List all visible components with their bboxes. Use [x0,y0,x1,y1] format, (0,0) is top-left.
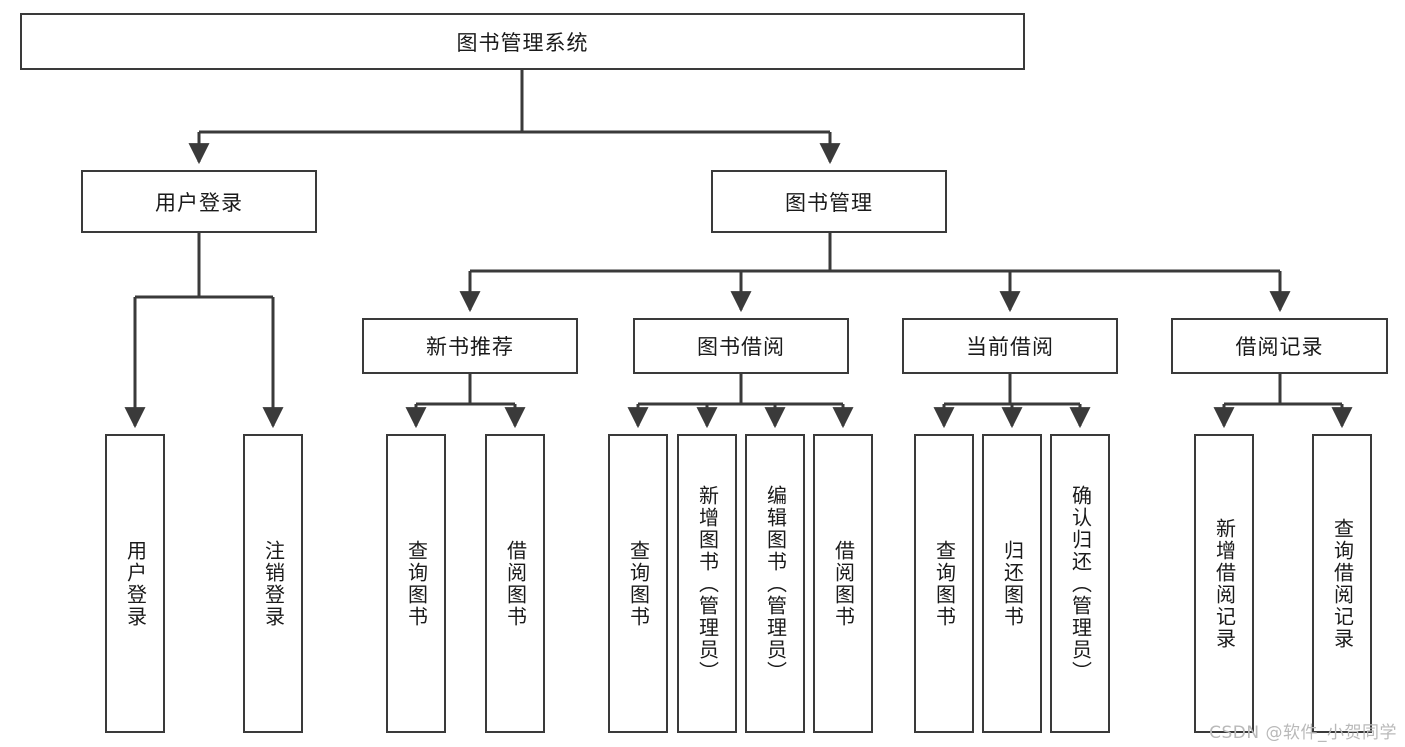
node-leaf-return-book-label: 归还图书 [1000,539,1025,628]
node-leaf-query-record[interactable]: 查询借阅记录 [1312,434,1372,733]
node-new-book-rec-label: 新书推荐 [426,335,514,359]
node-leaf-edit-book-label: 编辑图书（管理员） [763,484,788,683]
node-leaf-confirm-return[interactable]: 确认归还（管理员） [1050,434,1110,733]
node-root[interactable]: 图书管理系统 [20,13,1025,70]
node-new-book-rec[interactable]: 新书推荐 [362,318,578,374]
node-leaf-query-book-3-label: 查询图书 [932,539,957,628]
node-leaf-user-login[interactable]: 用户登录 [105,434,165,733]
node-leaf-return-book[interactable]: 归还图书 [982,434,1042,733]
node-leaf-borrow-book-2[interactable]: 借阅图书 [813,434,873,733]
node-leaf-query-record-label: 查询借阅记录 [1330,517,1355,650]
node-leaf-borrow-book-1-label: 借阅图书 [503,539,528,628]
node-leaf-confirm-return-label: 确认归还（管理员） [1068,484,1093,683]
node-user-login-label: 用户登录 [155,190,243,215]
node-leaf-borrow-book-2-label: 借阅图书 [831,539,856,628]
node-leaf-query-book-1-label: 查询图书 [404,539,429,628]
node-book-borrow-label: 图书借阅 [697,335,785,359]
node-leaf-edit-book[interactable]: 编辑图书（管理员） [745,434,805,733]
node-borrow-record[interactable]: 借阅记录 [1171,318,1388,374]
node-root-label: 图书管理系统 [456,30,589,55]
node-leaf-add-record[interactable]: 新增借阅记录 [1194,434,1254,733]
node-leaf-add-book[interactable]: 新增图书（管理员） [677,434,737,733]
node-leaf-add-book-label: 新增图书（管理员） [695,484,720,683]
node-leaf-query-book-2-label: 查询图书 [626,539,651,628]
node-leaf-query-book-1[interactable]: 查询图书 [386,434,446,733]
node-current-borrow-label: 当前借阅 [966,335,1054,359]
node-leaf-borrow-book-1[interactable]: 借阅图书 [485,434,545,733]
node-borrow-record-label: 借阅记录 [1235,335,1324,359]
node-book-manage[interactable]: 图书管理 [711,170,947,233]
node-user-login[interactable]: 用户登录 [81,170,317,233]
node-leaf-add-record-label: 新增借阅记录 [1212,517,1237,650]
watermark-text: CSDN @软件_小贺同学 [1209,723,1397,743]
node-book-manage-label: 图书管理 [785,190,873,215]
node-leaf-query-book-3[interactable]: 查询图书 [914,434,974,733]
node-leaf-logout[interactable]: 注销登录 [243,434,303,733]
node-leaf-query-book-2[interactable]: 查询图书 [608,434,668,733]
node-book-borrow[interactable]: 图书借阅 [633,318,849,374]
node-current-borrow[interactable]: 当前借阅 [902,318,1118,374]
node-leaf-user-login-label: 用户登录 [123,539,148,628]
node-leaf-logout-label: 注销登录 [261,539,286,628]
